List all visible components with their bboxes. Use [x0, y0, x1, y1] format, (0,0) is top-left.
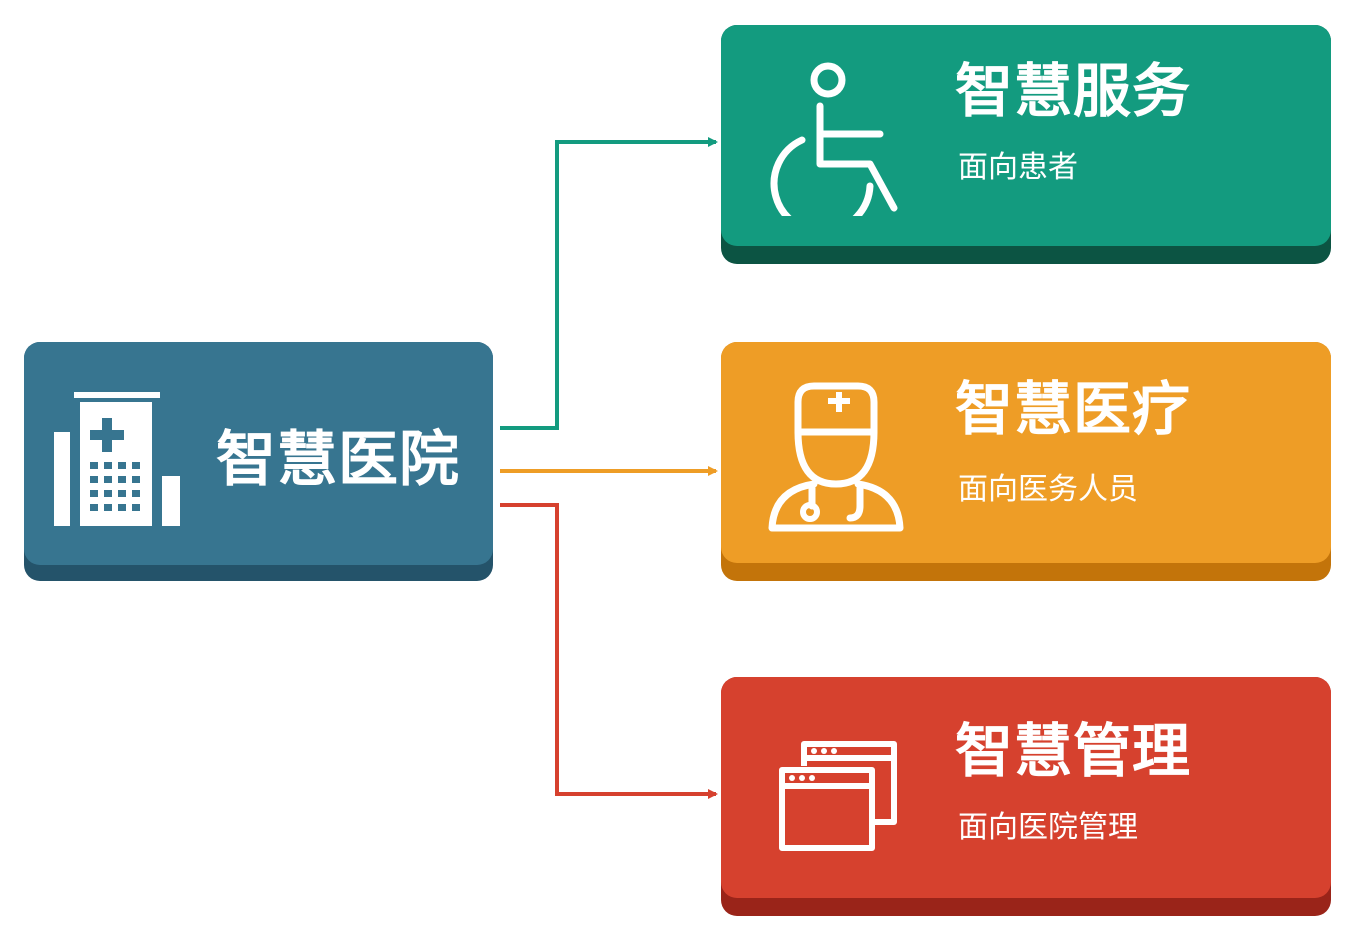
doctor-icon: [768, 382, 904, 532]
hospital-building-icon: [54, 392, 180, 526]
branch-title-medical: 智慧医疗: [955, 375, 1192, 443]
branch-subtitle-medical: 面向医务人员: [958, 472, 1138, 507]
root-title: 智慧医院: [216, 425, 460, 495]
branch-subtitle-service: 面向患者: [958, 150, 1078, 185]
branch-title-management: 智慧管理: [955, 717, 1192, 785]
windows-icon: [779, 741, 897, 851]
branch-title-service: 智慧服务: [955, 57, 1192, 125]
connector-to-service: [500, 137, 718, 430]
connector-to-management: [500, 503, 718, 799]
branch-subtitle-management: 面向医院管理: [958, 810, 1138, 845]
wheelchair-icon: [770, 62, 898, 216]
